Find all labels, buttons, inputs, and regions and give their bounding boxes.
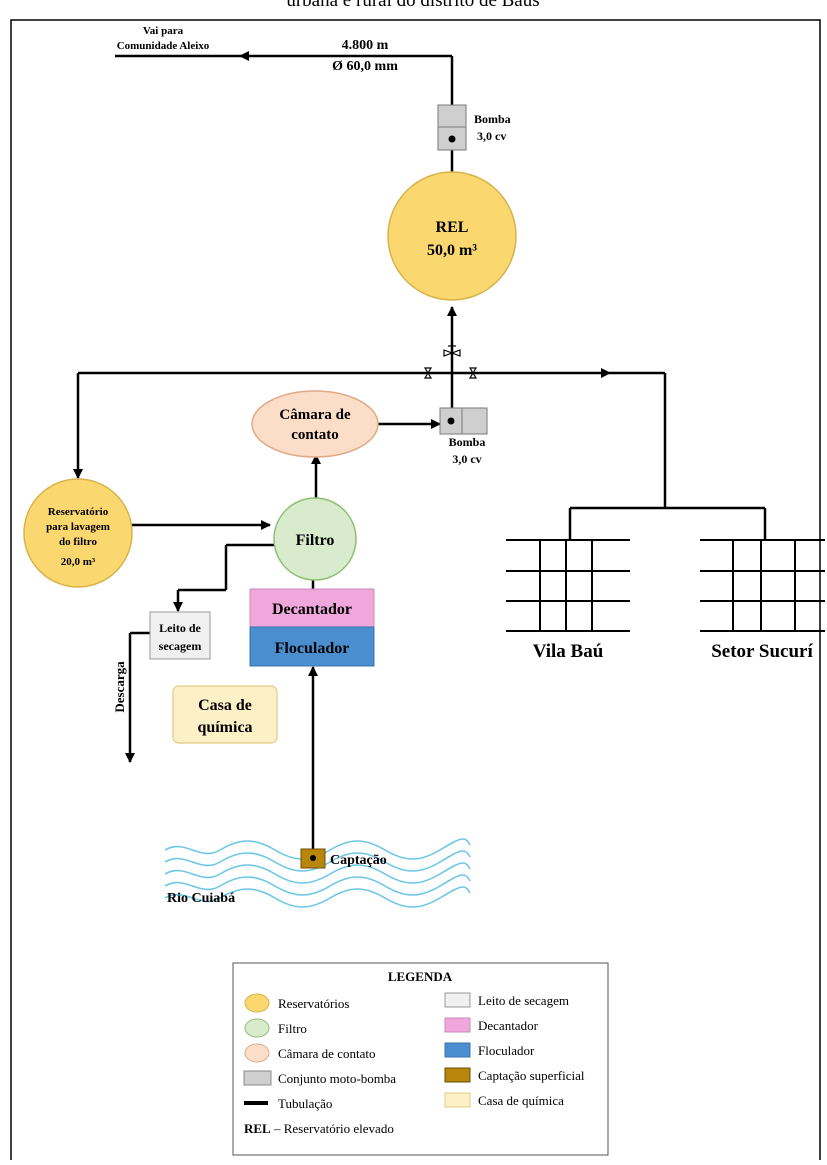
rel-label-2: 50,0 m³ [427,242,477,259]
bomba-top-dot-icon [448,135,456,143]
valve-left-icon [422,367,433,379]
camara-label-1: Câmara de [279,407,351,423]
reservatorio-label-1: Reservatório [48,506,109,518]
valves [422,345,479,379]
filtro [273,497,357,581]
filtro-label: Filtro [296,532,335,549]
vila-bau-label: Vila Baú [533,641,604,662]
legend-rel-abbr: REL [244,1121,271,1136]
legend-swatch-floculador [444,1042,471,1058]
bomba-mid-label-1: Bomba [449,435,486,449]
camara-de-contato [251,390,379,458]
legend-item-reservatorios: Reservatórios [278,996,349,1011]
header-title: urbana e rural do distrito de Baús [286,0,539,11]
legend-title: LEGENDA [388,969,453,984]
legend-rel-desc: – Reservatório elevado [271,1121,394,1136]
casa-label-2: química [197,719,252,736]
pipes [73,51,767,850]
leito-de-secagem [149,611,211,660]
legend-item-bomba: Conjunto moto-bomba [278,1071,396,1086]
legend-item-floculador: Floculador [478,1043,535,1058]
casa-de-quimica [172,685,278,744]
vai-para-label-1: Vai para [143,25,184,37]
reservatorio-label-2: para lavagem [46,521,110,533]
bomba-mid-label-2: 3,0 cv [452,452,481,466]
pipe-length-label: 4.800 m [342,38,389,53]
legend-swatch-tubulacao [244,1101,268,1105]
legend-swatch-decantador [444,1017,471,1033]
legend-swatch-bomba [243,1070,272,1086]
legend: LEGENDA Reservatórios Filtro Câmara de c… [232,962,609,1156]
legend-swatch-camara [244,1043,270,1063]
reservatorio-lavagem [23,478,133,588]
rel-label-1: REL [436,219,469,236]
captacao-label: Captação [330,853,387,868]
valve-top-icon [443,345,461,357]
bomba-top [437,104,467,151]
vai-para-label-2: Comunidade Aleixo [117,40,210,52]
legend-item-captacao: Captação superficial [478,1068,585,1083]
floculador-label: Floculador [275,640,350,657]
legend-swatch-leito [444,992,471,1008]
rel-reservoir [387,171,517,301]
legend-rel-line: REL – Reservatório elevado [244,1121,394,1136]
vila-bau-network [506,539,630,632]
descarga-label: Descarga [112,661,127,713]
valve-right-icon [468,367,479,379]
casa-label-1: Casa de [198,697,252,714]
legend-swatch-casa [444,1092,471,1108]
legend-item-casa: Casa de química [478,1093,564,1108]
legend-item-tubulacao: Tubulação [278,1096,332,1111]
reservatorio-label-3: do filtro [59,536,97,548]
bomba-top-label-2: 3,0 cv [477,129,506,143]
legend-item-filtro: Filtro [278,1021,307,1036]
setor-sucuri-label: Setor Sucurí [711,641,813,662]
camara-label-2: contato [291,427,339,443]
floculador [249,626,375,667]
legend-swatch-filtro [244,1018,270,1038]
legend-swatch-reservatorios [244,993,270,1013]
rio-label: Rio Cuiabá [167,891,235,906]
reservatorio-label-4: 20,0 m³ [61,556,96,568]
setor-sucuri-network [700,539,825,632]
bomba-mid [439,407,488,435]
legend-item-camara: Câmara de contato [278,1046,375,1061]
bomba-top-label-1: Bomba [474,112,511,126]
bomba-mid-dot-icon [447,417,455,425]
legend-item-leito: Leito de secagem [478,993,569,1008]
legend-box [232,962,609,1156]
decantador-label: Decantador [272,601,352,618]
legend-swatch-captacao [444,1067,471,1083]
rio-cuiaba-waves [164,838,471,908]
leito-label-2: secagem [159,639,202,653]
captacao-dot-icon [310,855,316,861]
legend-item-decantador: Decantador [478,1018,539,1033]
pipe-diameter-label: Ø 60,0 mm [332,59,398,74]
leito-label-1: Leito de [159,621,201,635]
decantador [249,588,375,628]
